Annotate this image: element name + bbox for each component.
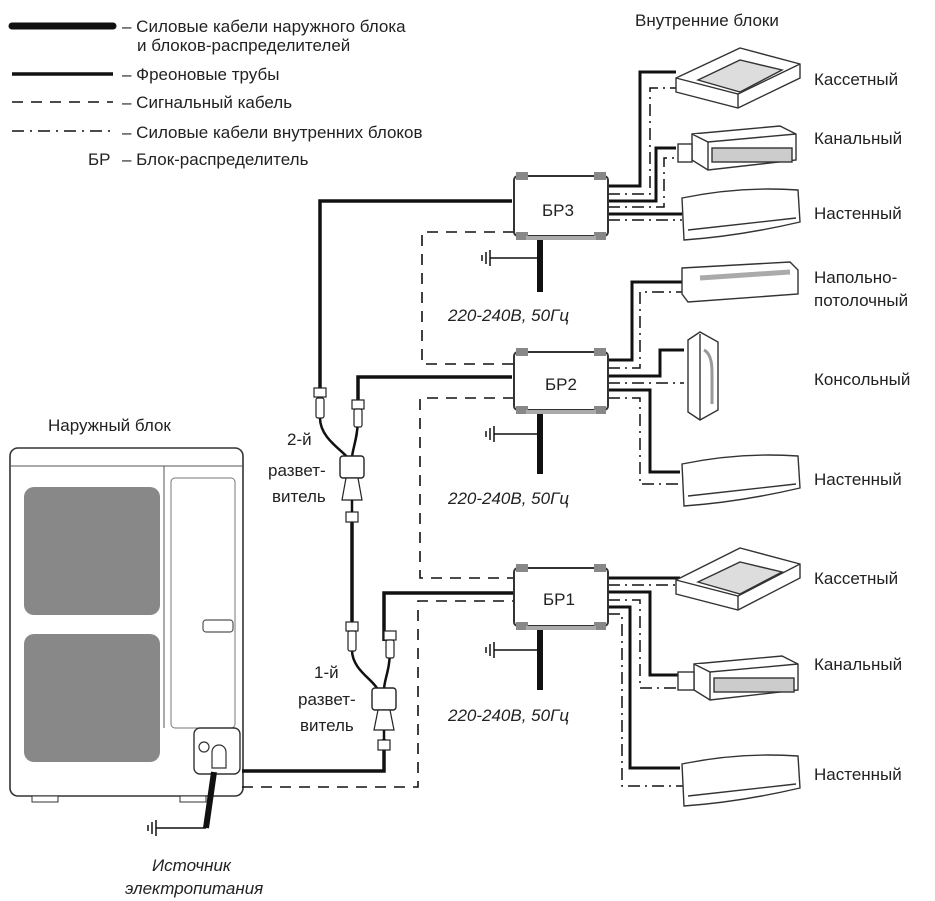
indoor-unit-label: Настенный bbox=[814, 204, 902, 223]
branch-box-br1-label: БР1 bbox=[543, 590, 575, 609]
br2-voltage: 220-240В, 50Гц bbox=[447, 489, 569, 508]
outdoor-unit bbox=[9, 447, 244, 803]
splitter-2-label-2: развет- bbox=[268, 461, 326, 480]
legend-br-abbr: БР bbox=[88, 150, 111, 169]
splitter-1-label-3: витель bbox=[300, 716, 354, 735]
branch-box-br1: БР1 bbox=[513, 564, 609, 630]
duct-unit-icon bbox=[677, 655, 799, 701]
cassette-unit-icon bbox=[675, 47, 801, 109]
ground-icon bbox=[147, 250, 495, 836]
branch-box-br2: БР2 bbox=[513, 348, 609, 414]
wall-unit-icon bbox=[681, 754, 801, 807]
splitter-2-label-1: 2-й bbox=[287, 430, 312, 449]
branch-box-br3-label: БР3 bbox=[542, 201, 574, 220]
splitter-1-label-2: развет- bbox=[298, 690, 356, 709]
power-source-label-1: Источник bbox=[152, 856, 232, 875]
indoor-unit-label: Канальный bbox=[814, 655, 902, 674]
legend-power-cable-label-1: – Силовые кабели наружного блока bbox=[122, 17, 406, 36]
indoor-unit-label: Напольно- bbox=[814, 268, 897, 287]
legend-br-label: – Блок-распределитель bbox=[122, 150, 309, 169]
br1-indoor-links bbox=[608, 576, 690, 787]
wall-unit-icon bbox=[681, 454, 801, 507]
cassette-unit-icon bbox=[675, 547, 801, 611]
signal-cables bbox=[242, 231, 514, 788]
indoor-unit-label: Настенный bbox=[814, 765, 902, 784]
indoor-unit-label: Настенный bbox=[814, 470, 902, 489]
splitter-2 bbox=[313, 387, 365, 523]
console-unit-icon bbox=[687, 331, 719, 421]
br2-indoor-links bbox=[608, 280, 684, 485]
outdoor-fan-grille-top bbox=[24, 487, 160, 615]
legend-signal-label: – Сигнальный кабель bbox=[122, 93, 292, 112]
indoor-unit-label: Канальный bbox=[814, 129, 902, 148]
legend: – Силовые кабели наружного блока и блоко… bbox=[8, 17, 423, 169]
outdoor-handle bbox=[202, 619, 234, 633]
br1-voltage: 220-240В, 50Гц bbox=[447, 706, 569, 725]
legend-power-cable-label-2: и блоков-распределителей bbox=[137, 36, 350, 55]
indoor-unit-label: Консольный bbox=[814, 370, 910, 389]
indoor-unit-label: Кассетный bbox=[814, 569, 898, 588]
branch-box-br3: БР3 bbox=[513, 172, 609, 240]
legend-indoor-power-label: – Силовые кабели внутренних блоков bbox=[122, 123, 423, 142]
power-source-label-2: электропитания bbox=[125, 879, 263, 898]
splitter-2-label-3: витель bbox=[272, 487, 326, 506]
power-feeds bbox=[156, 240, 543, 829]
outdoor-fan-grille-bottom bbox=[24, 634, 160, 762]
br3-voltage: 220-240В, 50Гц bbox=[447, 306, 569, 325]
indoor-unit-label: потолочный bbox=[814, 291, 908, 310]
outdoor-unit-label: Наружный блок bbox=[48, 416, 171, 435]
legend-freon-label: – Фреоновые трубы bbox=[122, 65, 279, 84]
indoor-units-header: Внутренние блоки bbox=[635, 11, 779, 30]
splitter-1 bbox=[345, 621, 397, 751]
branch-box-br2-label: БР2 bbox=[545, 375, 577, 394]
wall-unit-icon bbox=[681, 188, 801, 241]
duct-unit-icon bbox=[677, 125, 797, 171]
br3-indoor-links bbox=[608, 70, 690, 221]
indoor-unit-label: Кассетный bbox=[814, 70, 898, 89]
freon-pipes bbox=[242, 199, 514, 773]
splitter-1-label-1: 1-й bbox=[314, 663, 339, 682]
floor-ceiling-unit-icon bbox=[681, 261, 799, 303]
